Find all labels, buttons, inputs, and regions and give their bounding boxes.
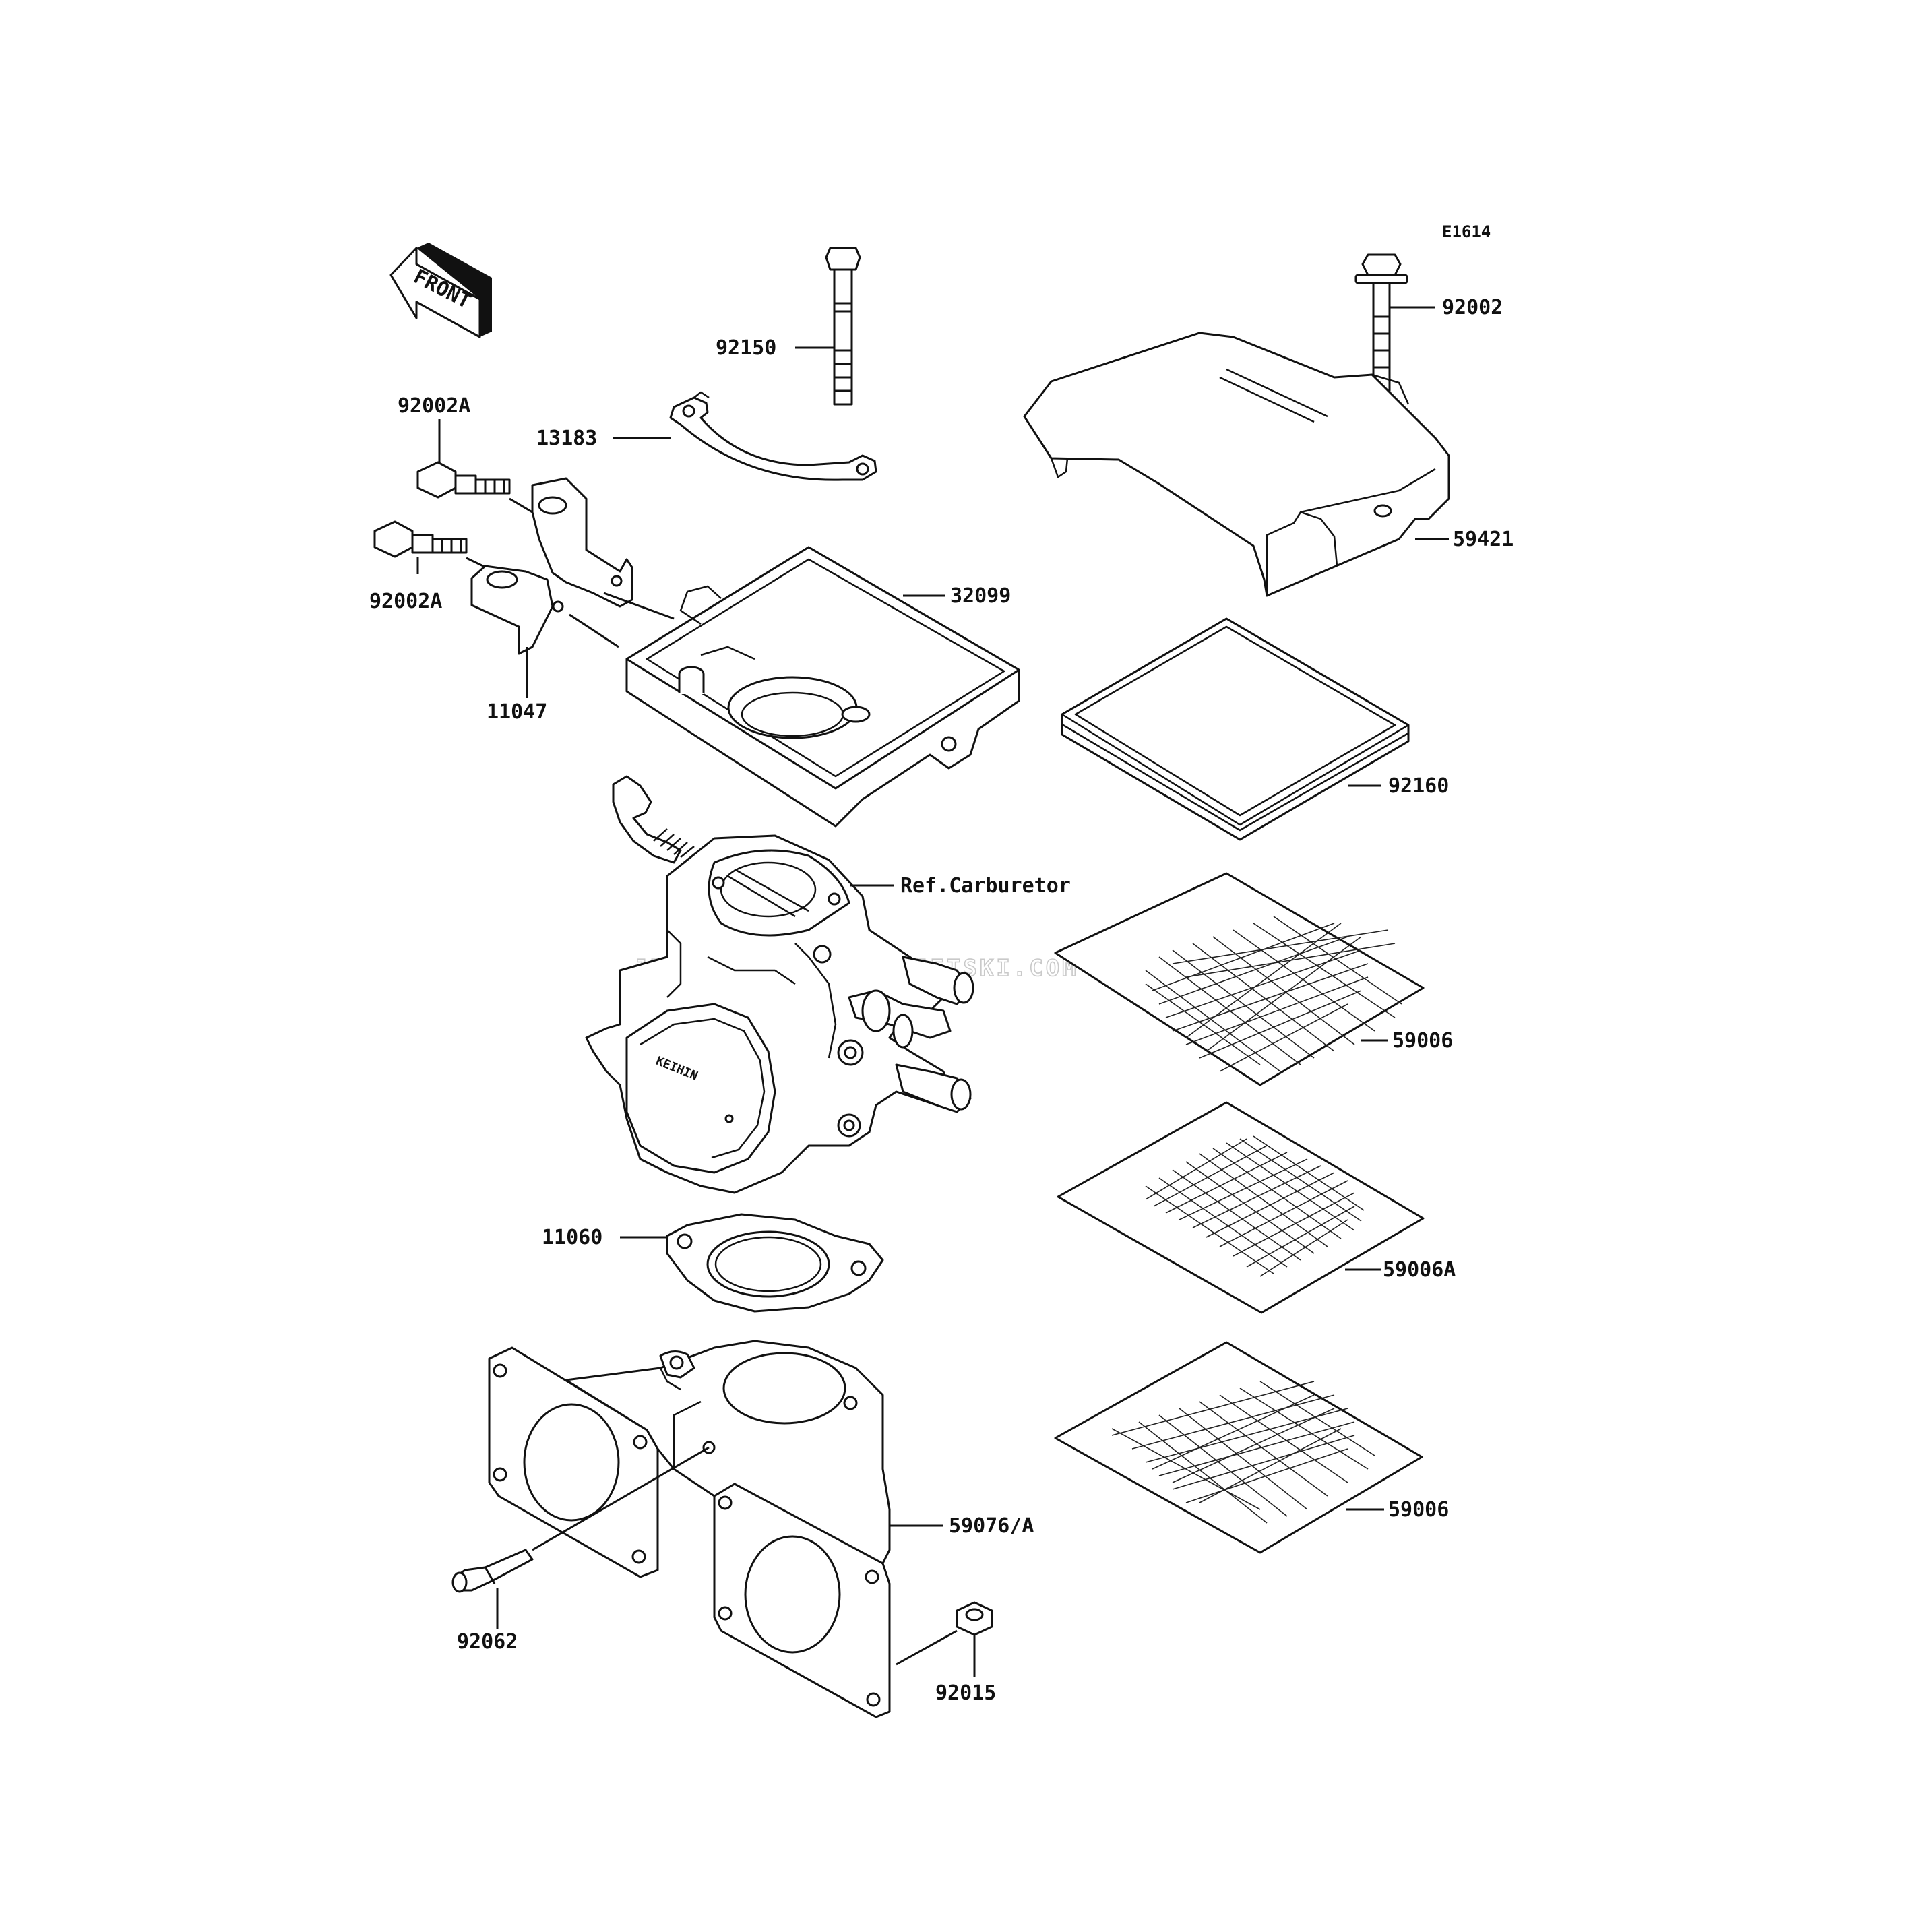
gasket-11060	[666, 1213, 884, 1313]
label-59006-bottom: 59006	[1388, 1498, 1449, 1522]
label-59076: 59076/A	[949, 1514, 1034, 1538]
nut-92015	[956, 1601, 993, 1636]
air-box-base-32099	[625, 546, 1020, 828]
screen-59006a	[1057, 1101, 1425, 1314]
label-92002a-bottom: 92002A	[369, 590, 442, 613]
bracket-11047	[470, 477, 633, 655]
diagram-code: E1614	[1442, 222, 1491, 241]
label-32099: 32099	[950, 584, 1011, 608]
label-13183: 13183	[536, 427, 597, 450]
label-59421: 59421	[1453, 528, 1514, 551]
intake-manifold-59076	[488, 1340, 891, 1718]
front-arrow-icon: FRONT	[389, 243, 492, 338]
label-92160: 92160	[1388, 774, 1449, 798]
label-92002a-top: 92002A	[398, 394, 470, 418]
bolt-92002a-bottom	[373, 520, 468, 558]
label-92150: 92150	[716, 336, 776, 360]
carburetor: KEIHIN	[585, 775, 974, 1194]
label-ref-carburetor: Ref.Carburetor	[900, 874, 1071, 898]
label-11047: 11047	[487, 700, 547, 724]
label-92015: 92015	[935, 1681, 996, 1705]
screen-59006-top	[1054, 872, 1425, 1086]
gasket-92160	[1061, 617, 1410, 841]
bracket-13183	[669, 391, 877, 481]
screen-59006-bottom	[1054, 1341, 1423, 1554]
label-92062: 92062	[457, 1630, 518, 1654]
label-59006a: 59006A	[1383, 1258, 1456, 1282]
bolt-92002a-top	[416, 461, 511, 499]
bolt-92002	[1354, 253, 1408, 392]
air-cover-59421	[1023, 332, 1450, 597]
stud-92062	[451, 1549, 534, 1593]
label-59006-top: 59006	[1392, 1029, 1453, 1053]
label-11060: 11060	[542, 1226, 602, 1249]
label-92002: 92002	[1442, 296, 1503, 319]
bolt-92150	[825, 247, 861, 406]
